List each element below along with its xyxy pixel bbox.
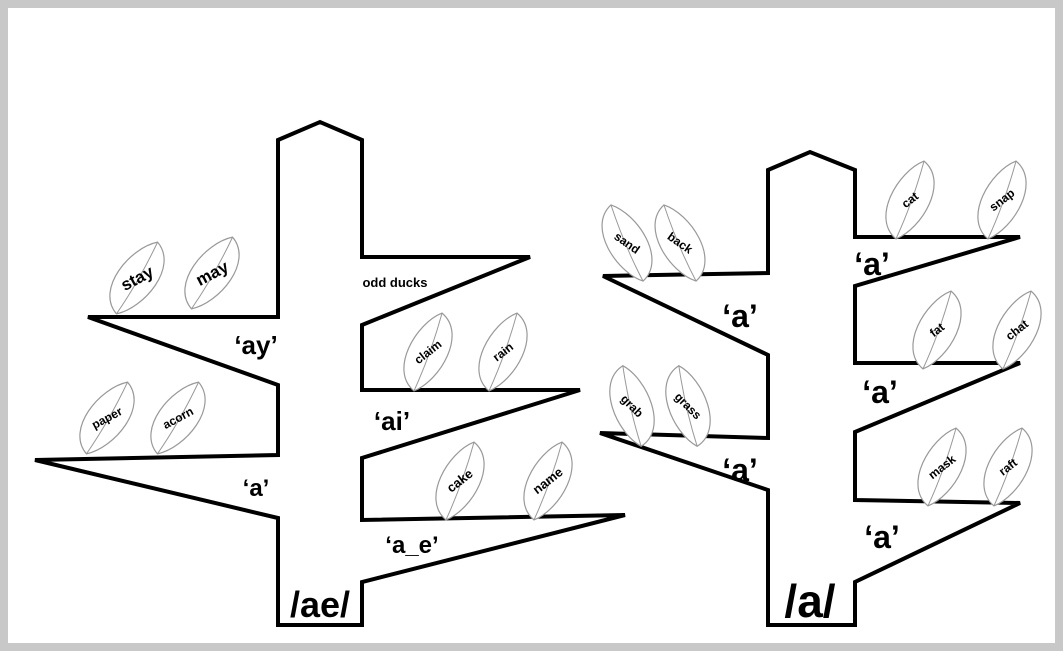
odd-ducks-label: odd ducks — [362, 275, 427, 290]
trunk-label-a: /a/ — [784, 575, 835, 627]
branch-label-a-1: ‘a’ — [722, 298, 758, 334]
tree-ae-outline — [34, 119, 626, 627]
branch-label-a-3: ‘a’ — [854, 246, 890, 282]
branch-label-ai: ‘ai’ — [374, 406, 410, 436]
leaf-may: may — [168, 234, 256, 312]
leaf-mask: mask — [898, 425, 986, 509]
leaf-claim: claim — [384, 310, 472, 394]
leaf-chat: chat — [973, 288, 1061, 372]
leaf-rain: rain — [459, 310, 547, 394]
leaf-cake: cake — [416, 439, 504, 523]
tree-a-outline — [599, 149, 1021, 627]
leaf-sand: sand — [583, 202, 671, 284]
leaf-snap: snap — [958, 158, 1046, 242]
branch-label-a-4: ‘a’ — [862, 374, 898, 410]
trunk-label-ae: /ae/ — [290, 584, 350, 625]
leaf-back: back — [636, 202, 724, 284]
leaf-paper: paper — [63, 379, 151, 457]
leaf-fat: fat — [893, 288, 981, 372]
leaf-raft: raft — [964, 425, 1052, 509]
branch-label-a-2: ‘a’ — [722, 452, 758, 488]
branch-label-a-5: ‘a’ — [864, 519, 900, 555]
leaf-cat: cat — [866, 158, 954, 242]
branch-label-a: ‘a’ — [243, 475, 270, 502]
leaf-acorn: acorn — [134, 379, 222, 457]
leaf-stay: stay — [93, 239, 181, 317]
leaf-name: name — [504, 439, 592, 523]
branch-label-ay: ‘ay’ — [234, 330, 277, 360]
branch-label-a-e: ‘a_e’ — [385, 532, 438, 559]
leaf-grass: grass — [645, 363, 731, 449]
leaf-grab: grab — [589, 363, 675, 449]
